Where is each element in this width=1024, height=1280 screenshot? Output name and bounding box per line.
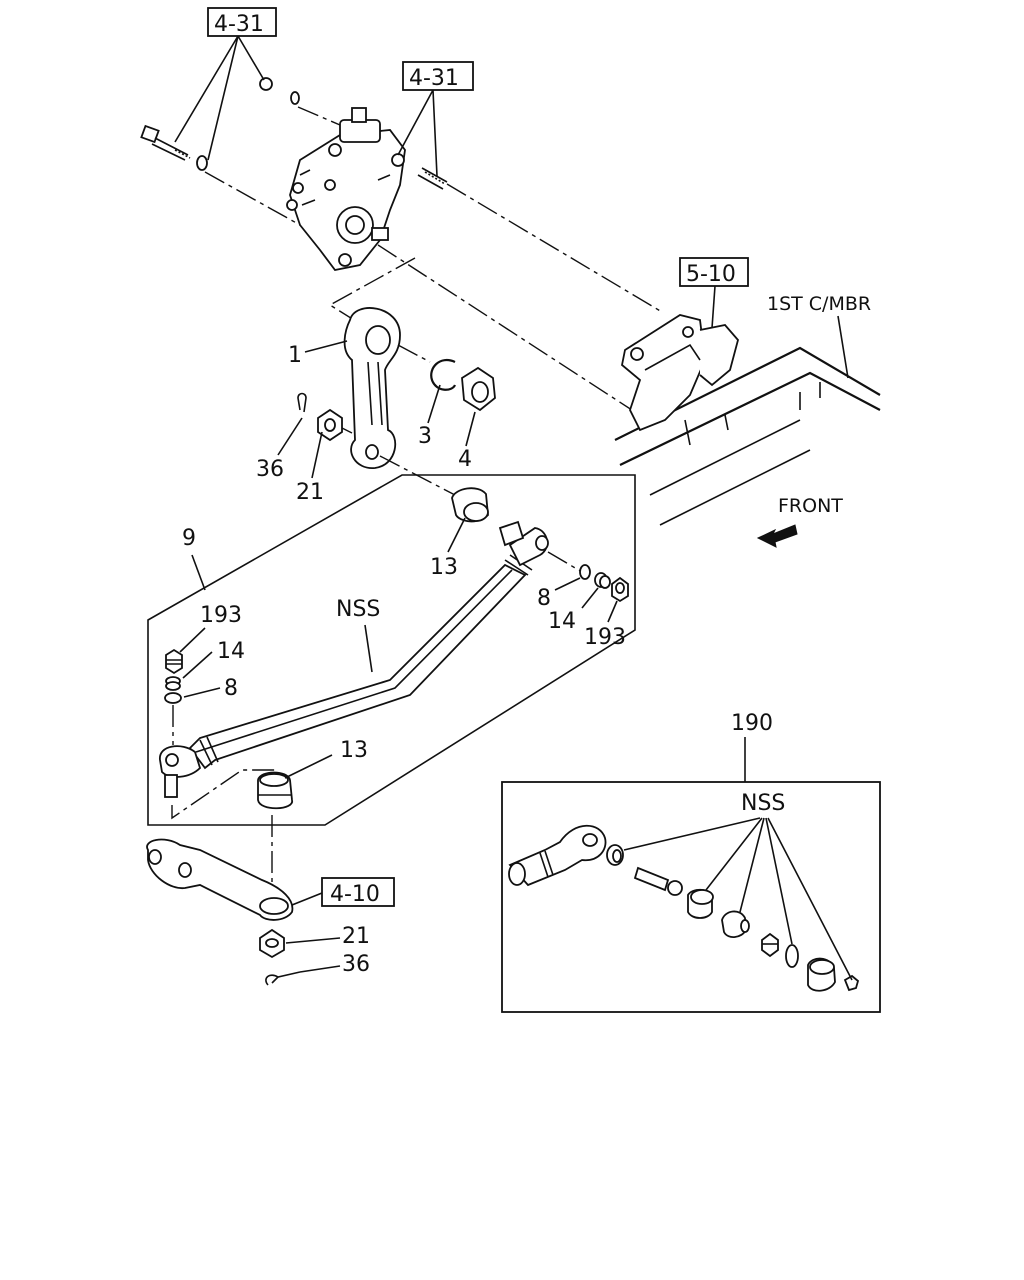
ref-box-4-10 — [321, 877, 395, 907]
leader-13-top — [447, 517, 466, 553]
ref-box-5-10 — [679, 257, 749, 287]
leader-193-right — [607, 600, 618, 623]
part-label-8-right: 8 — [537, 586, 551, 611]
leader-21-top — [311, 431, 323, 479]
leader-8-right — [554, 577, 581, 591]
nss-label-main: NSS — [336, 597, 380, 622]
grease-nipple-left — [165, 648, 183, 675]
part-label-190: 190 — [731, 711, 773, 736]
lock-ring — [430, 359, 457, 391]
part-label-13-top: 13 — [430, 555, 458, 580]
leader-1 — [304, 340, 348, 353]
part-label-36-top: 36 — [256, 457, 284, 482]
kit-tie-rod-end — [508, 824, 607, 887]
leader-4 — [465, 411, 476, 447]
leader-8-left — [183, 687, 221, 698]
leader-4-10 — [291, 892, 323, 906]
centerline-arm-washer — [397, 344, 431, 363]
part-label-14-left: 14 — [217, 639, 245, 664]
pitman-arm — [343, 307, 401, 469]
knuckle-arm — [146, 838, 294, 921]
kit-ball-seat — [687, 888, 714, 919]
grease-nipple-right — [611, 576, 629, 603]
leader-cross-member — [837, 315, 849, 379]
nss-label-kit: NSS — [741, 791, 785, 816]
front-label: FRONT — [778, 495, 843, 517]
leader-3 — [427, 384, 441, 424]
leader-193-left — [179, 627, 206, 653]
leader-13-bottom — [284, 754, 333, 779]
spring-left — [165, 676, 181, 691]
castle-nut-bottom — [259, 928, 285, 959]
castle-nut-top — [317, 408, 343, 442]
part-label-193-left: 193 — [200, 603, 242, 628]
leader-nss-main — [364, 624, 373, 673]
leader-4-31-b — [397, 89, 438, 177]
centerline-nut — [297, 106, 341, 126]
leader-36-bottom — [299, 965, 341, 973]
steering-gear-box — [286, 107, 406, 271]
gear-mount-bolt-left — [140, 124, 208, 171]
centerline-bottom-boot — [171, 769, 278, 820]
cotter-pin-bottom — [265, 971, 301, 986]
cotter-pin-top — [297, 392, 307, 413]
ref-label-4-31-b: 4-31 — [409, 66, 459, 91]
leader-5-10 — [711, 285, 716, 329]
kit-plug — [761, 932, 779, 958]
leader-21-bottom — [285, 937, 341, 944]
leader-14-left — [182, 651, 213, 679]
part-label-193-right: 193 — [584, 625, 626, 650]
leader-14-right — [581, 587, 599, 609]
part-label-14-right: 14 — [548, 609, 576, 634]
centerline-bolt — [204, 171, 301, 226]
cross-member-label: 1ST C/MBR — [767, 293, 871, 315]
part-label-36-bottom: 36 — [342, 952, 370, 977]
ref-label-5-10: 5-10 — [686, 262, 736, 287]
leader-36-top — [277, 417, 303, 456]
leaders-nss-kit — [623, 817, 853, 981]
leader-9 — [191, 554, 206, 591]
arm-nut — [461, 366, 496, 412]
centerline-right-end — [547, 551, 583, 573]
part-label-21-top: 21 — [296, 480, 324, 505]
o-ring-right — [579, 564, 591, 580]
spring-right — [594, 572, 611, 589]
leader-4-31-a — [174, 35, 265, 161]
kit-ball-stud — [633, 866, 683, 896]
dust-boot-bottom — [257, 771, 293, 810]
kit-spring-seat — [721, 910, 750, 938]
part-label-4: 4 — [458, 447, 472, 472]
drag-link-assembly-outline — [147, 474, 636, 826]
ref-box-4-31-b — [402, 61, 474, 91]
ref-label-4-10: 4-10 — [330, 882, 380, 907]
kit-seal-ring — [606, 844, 624, 866]
ref-label-4-31-a: 4-31 — [214, 12, 264, 37]
part-label-21-bottom: 21 — [342, 924, 370, 949]
drag-link-end-right — [498, 520, 549, 567]
part-label-3: 3 — [418, 424, 432, 449]
front-arrow-icon — [756, 524, 798, 548]
drag-link-rod — [188, 554, 533, 770]
o-ring-left — [164, 692, 182, 704]
part-label-1: 1 — [288, 343, 302, 368]
centerline-castle-nut — [341, 427, 353, 434]
centerline-stud — [446, 183, 663, 313]
part-label-8-left: 8 — [224, 676, 238, 701]
gear-mount-stud-right — [417, 167, 448, 190]
drag-link-end-left — [159, 745, 202, 798]
part-label-13-bottom: 13 — [340, 738, 368, 763]
ref-box-4-31-a — [207, 7, 277, 37]
dust-boot-top — [451, 487, 489, 523]
centerline-gear-frame — [377, 244, 636, 413]
kit-o-ring — [785, 944, 799, 968]
kit-cap — [807, 957, 836, 992]
gear-mount-nut — [259, 77, 300, 105]
steering-gear-bracket — [621, 314, 739, 446]
part-label-9: 9 — [182, 526, 196, 551]
